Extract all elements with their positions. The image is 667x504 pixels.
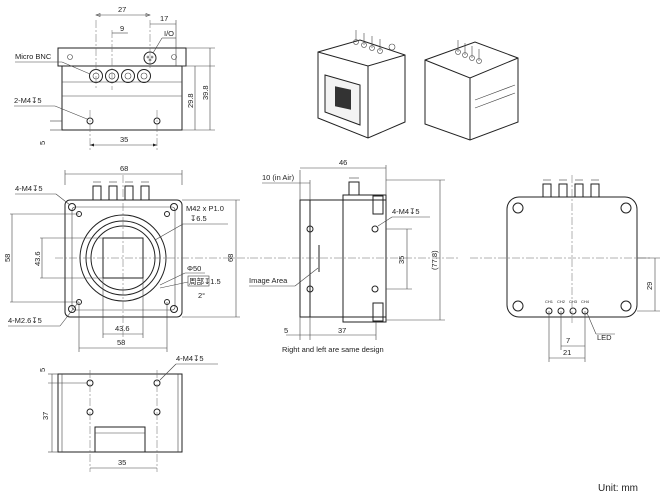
- m42-label: M42 x P1.0: [186, 204, 224, 213]
- dim-27: 27: [118, 5, 126, 14]
- micro-bnc-label: Micro BNC: [15, 52, 52, 61]
- bottom-dim-35: 35: [118, 458, 126, 467]
- side-dim-35: 35: [397, 256, 406, 264]
- top-view: 27 9 17 I/O Micro BNC 2-M4↧5 5 35 29.8: [14, 5, 215, 150]
- design-note: Right and left are same design: [282, 345, 384, 354]
- front-dim-43-6-bottom: 43.6: [115, 324, 130, 333]
- front-body: [64, 199, 183, 318]
- front-dim-58-bottom: 58: [117, 338, 125, 347]
- rear-view: CH1 CH2 CH3 CH4 29 7 21 LED: [470, 175, 660, 362]
- bottom-body: [57, 373, 183, 453]
- side-m4-label: 4-M4↧5: [392, 207, 420, 216]
- iso-view-rear: [424, 40, 519, 141]
- top-view-flange: [57, 47, 187, 67]
- side-dim-5: 5: [284, 326, 288, 335]
- top-m4-label: 2-M4↧5: [14, 96, 42, 105]
- front-dim-58-left: 58: [3, 254, 12, 262]
- phi50-label: Φ50: [187, 264, 201, 273]
- side-dim-37: 37: [338, 326, 346, 335]
- m2-label: 4-M2.6↧5: [8, 316, 42, 325]
- front-view: 68 4-M4↧5 M42 x P1.0 ↧6.5 58 43.6 68 Φ50…: [3, 164, 250, 352]
- top-dim-35: 35: [120, 135, 128, 144]
- port-label: CH4: [581, 299, 590, 304]
- front-dim-68-right: 68: [226, 254, 235, 262]
- rear-dim-21: 21: [563, 348, 571, 357]
- image-area-label: Image Area: [249, 276, 288, 285]
- front-dim-43-6-left: 43.6: [33, 251, 42, 266]
- angle-label: 2°: [198, 291, 205, 300]
- in-air-label: 10 (in Air): [262, 173, 295, 182]
- port-label: CH1: [545, 299, 554, 304]
- bottom-dim-5: 5: [38, 368, 47, 372]
- m42-depth: ↧6.5: [190, 214, 207, 223]
- io-label: I/O: [164, 29, 174, 38]
- dim-9: 9: [120, 24, 124, 33]
- dim-17: 17: [160, 14, 168, 23]
- led-label: LED: [597, 333, 612, 342]
- unit-label: Unit: mm: [598, 483, 638, 494]
- front-m4-label: 4-M4↧5: [15, 184, 43, 193]
- bottom-view: 4-M4↧5 5 37 35: [38, 354, 218, 472]
- counterbore-label: 周部↧1.5: [189, 276, 221, 286]
- side-dim-77-8: (77.8): [430, 250, 439, 270]
- iso-view-front: [317, 30, 406, 139]
- port-label: CH3: [569, 299, 578, 304]
- rear-dim-7: 7: [566, 336, 570, 345]
- bottom-m4-label: 4-M4↧5: [176, 354, 204, 363]
- top-dim-5: 5: [38, 141, 47, 145]
- micro-bnc-connectors: [89, 69, 151, 83]
- dim-39-8: 39.8: [201, 85, 210, 100]
- dim-29-8: 29.8: [186, 93, 195, 108]
- bottom-dim-37: 37: [41, 412, 50, 420]
- side-dim-46: 46: [339, 158, 347, 167]
- side-view: 46 10 (in Air) 4-M4↧5 35 (77.8) Image Ar…: [249, 158, 460, 354]
- rear-dim-29: 29: [645, 282, 654, 290]
- front-dim-68-top: 68: [120, 164, 128, 173]
- port-label: CH2: [557, 299, 566, 304]
